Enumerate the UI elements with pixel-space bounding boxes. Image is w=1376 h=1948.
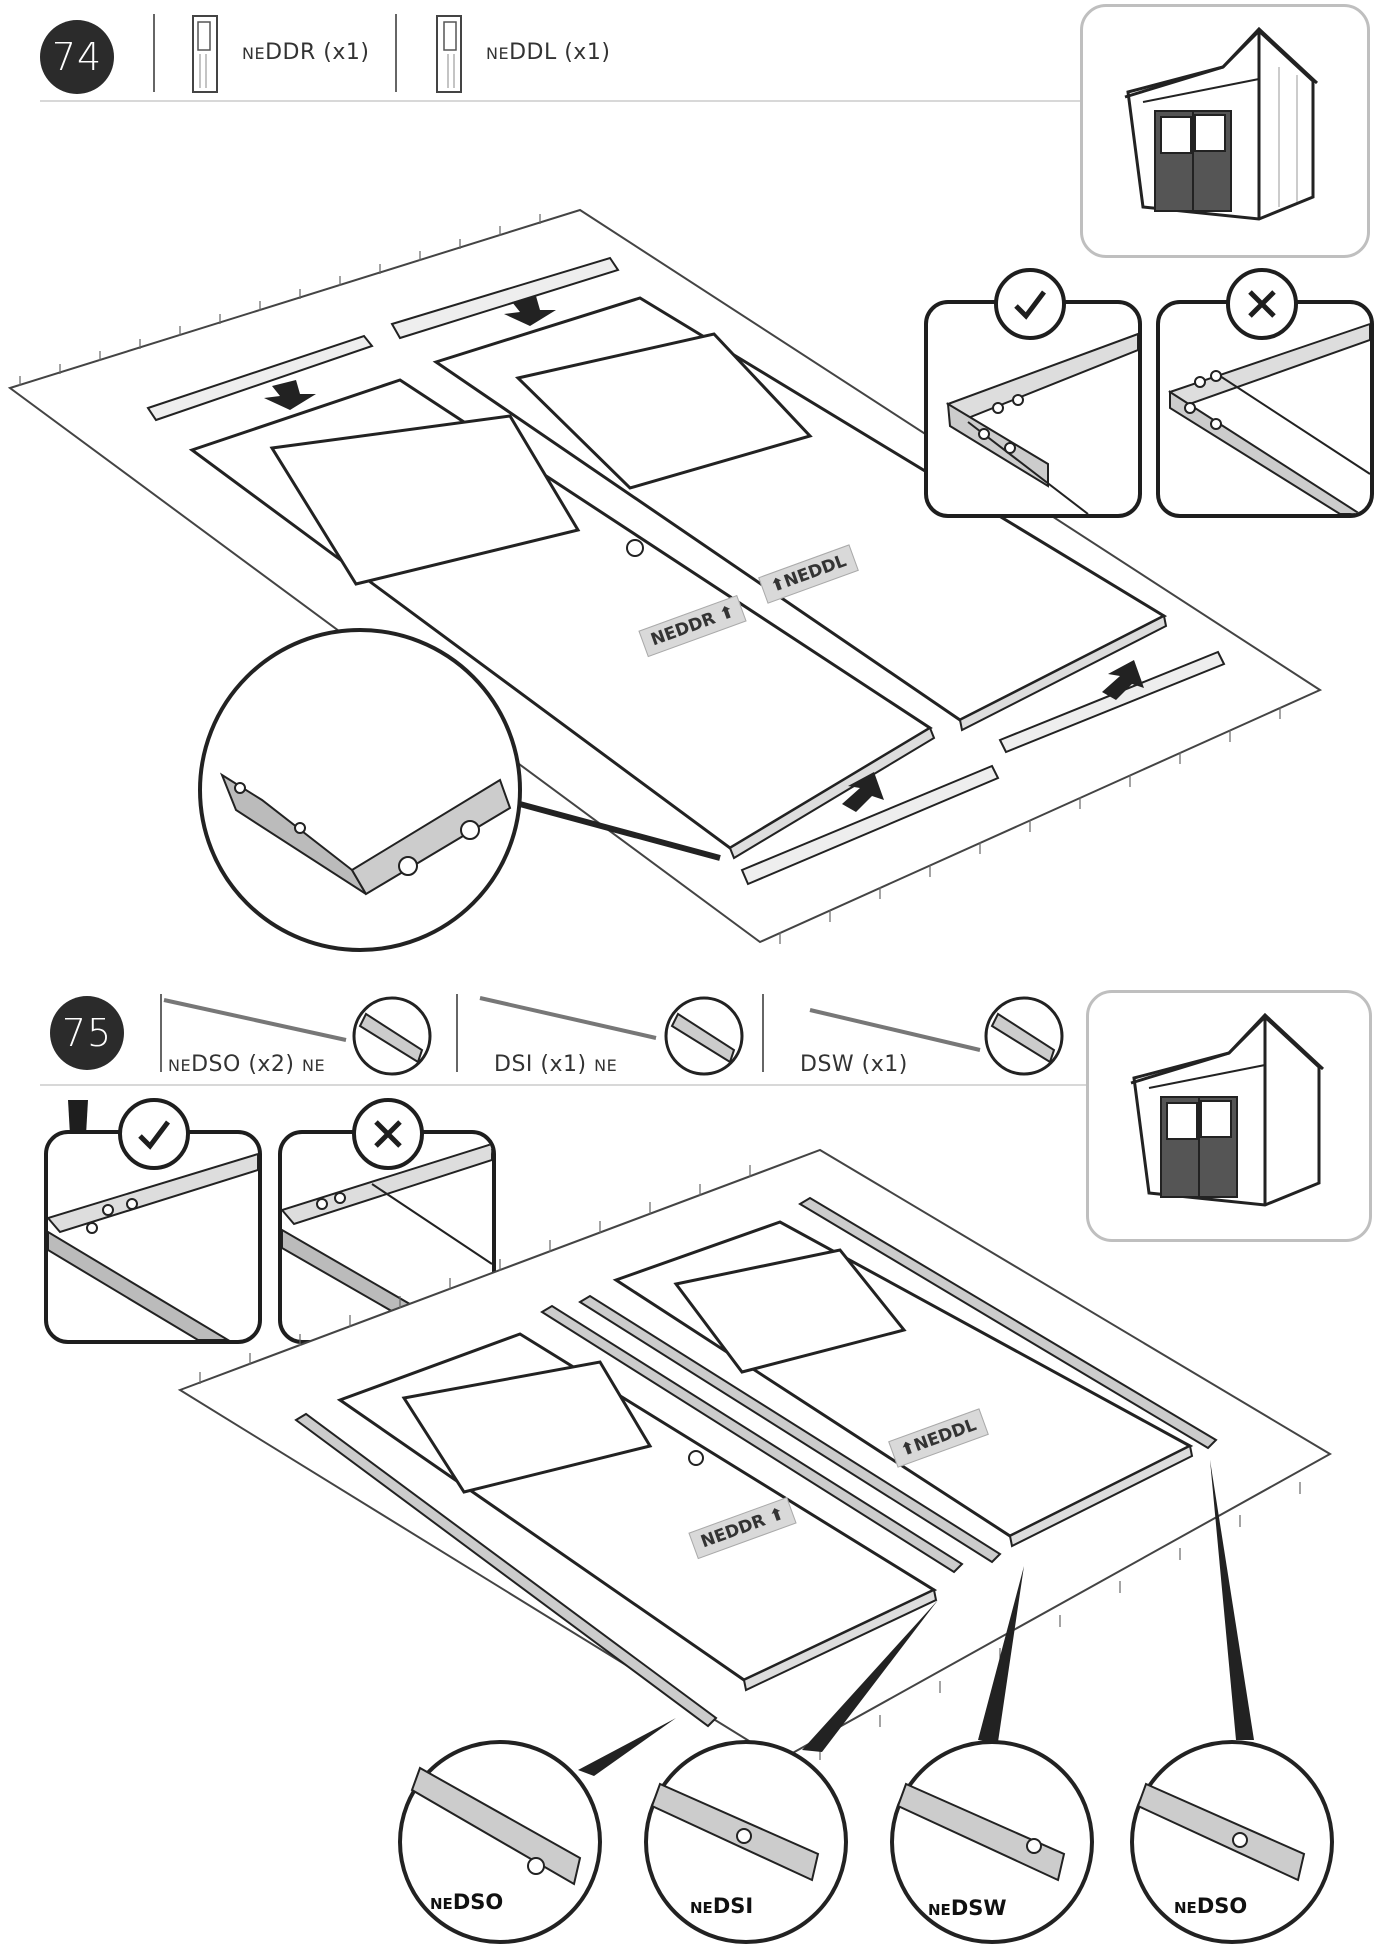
cross-icon (352, 1098, 424, 1170)
zoom-label-dso: NEDSO (1174, 1894, 1248, 1918)
correct-detail-box (924, 300, 1142, 518)
check-icon (994, 268, 1066, 340)
rail-part-icon (163, 996, 432, 1076)
incorrect-detail-box (1156, 300, 1374, 518)
check-icon (118, 1098, 190, 1170)
door-part-icon (436, 15, 462, 93)
zoom-label-dsi: NEDSI (690, 1894, 754, 1918)
rail-part-icon (809, 996, 1064, 1076)
part-label-ddr: NEDDR (x1) (242, 40, 370, 65)
shed-icon (1124, 26, 1319, 221)
step-number-74: 74 (40, 20, 114, 94)
rail-part-icon (479, 996, 744, 1076)
shed-thumbnail (1080, 4, 1370, 258)
header-separator (456, 994, 458, 1072)
cross-icon (1226, 268, 1298, 340)
zoom-label-dsw: NEDSW (928, 1896, 1007, 1920)
ground-sheet (177, 1148, 1333, 1762)
header-rule (40, 100, 1080, 102)
header-rule (40, 1084, 1090, 1086)
shed-icon (1130, 1012, 1325, 1207)
part-label-ddl: NEDDL (x1) (486, 40, 611, 65)
part-label-dsi: DSI (x1) NE (494, 1052, 618, 1077)
part-label-dso: NEDSO (x2) NE (168, 1052, 326, 1077)
header-separator (395, 14, 397, 92)
header-separator (160, 994, 162, 1072)
zoom-circle (198, 628, 522, 952)
part-label-dsw: DSW (x1) (800, 1052, 908, 1077)
header-separator (153, 14, 155, 92)
step-number-75: 75 (50, 996, 124, 1070)
shed-thumbnail (1086, 990, 1372, 1242)
door-part-icon (192, 15, 218, 93)
header-separator (762, 994, 764, 1072)
zoom-label-dso: NEDSO (430, 1890, 504, 1914)
step74-illustration (7, 208, 1323, 952)
